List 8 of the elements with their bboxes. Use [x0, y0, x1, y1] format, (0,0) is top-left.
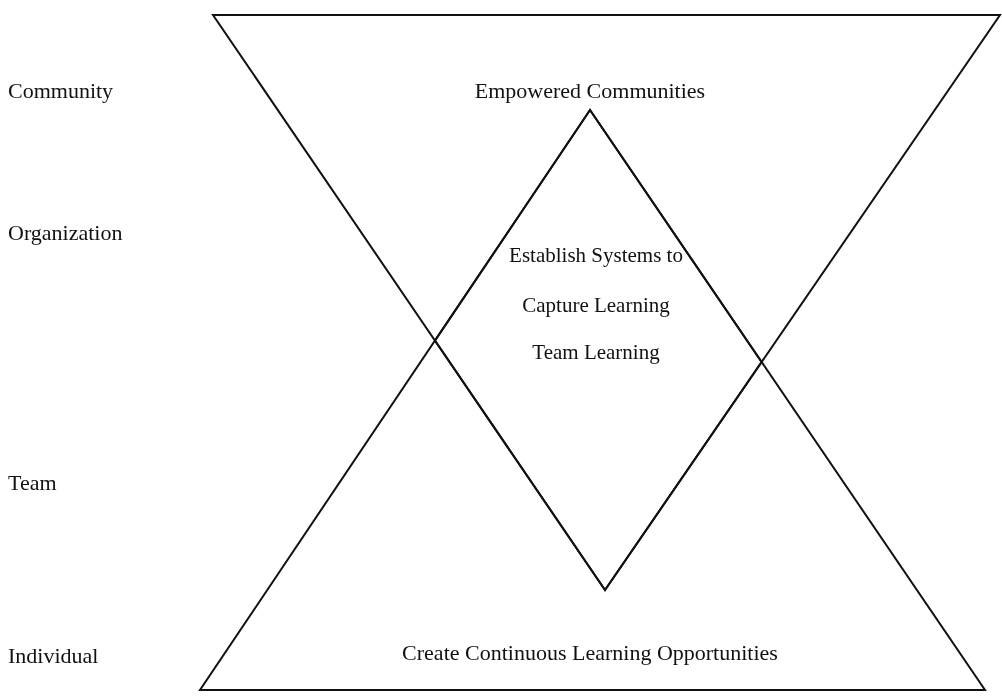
shape-text: Team Learning: [531, 340, 661, 365]
level-label: Organization: [8, 220, 123, 246]
level-label: Community: [8, 78, 114, 104]
level-label: Individual: [8, 643, 99, 669]
shape-text: Create Continuous Learning Opportunities: [401, 640, 779, 666]
shape-text: Empowered Communities: [473, 78, 707, 104]
level-label: Team: [8, 470, 57, 496]
shape-text: Establish Systems to Capture Learning: [508, 242, 684, 319]
